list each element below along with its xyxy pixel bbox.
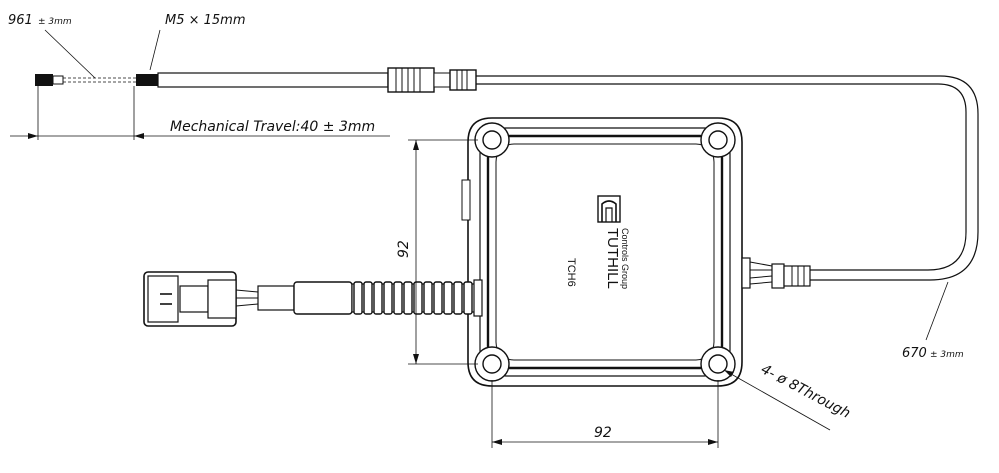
right-cable-exit <box>741 257 811 289</box>
top-cable-outer <box>476 75 979 281</box>
collar-nut <box>449 69 477 91</box>
model-label: TCH6 <box>565 258 577 287</box>
top-cable-inner <box>476 83 967 271</box>
cable-length-right-tolerance: ± 3mm <box>930 350 964 360</box>
rod-end-block <box>35 74 53 86</box>
width-label: 92 <box>594 425 612 441</box>
cable-length-right-value: 670 <box>902 346 927 361</box>
exit-gland <box>741 257 751 289</box>
tuthill-logo-icon <box>597 195 621 223</box>
exit-clamp-2 <box>783 265 811 287</box>
housing-rim-3 <box>495 143 715 361</box>
mounting-hole-bl <box>474 346 510 382</box>
exit-clamp <box>771 263 785 289</box>
mechanical-travel-label: Mechanical Travel:40 ± 3mm <box>170 119 375 135</box>
brand-name: TUTHILL <box>604 228 621 289</box>
rod-end-tip <box>52 75 64 85</box>
rod-end-assembly: 961 ± 3mm M5 × 15mm Mechanical Travel:40… <box>8 13 390 140</box>
collar-body <box>387 67 435 93</box>
brand-subtitle: Controls Group <box>620 228 630 289</box>
cable-length-left-value: 961 <box>8 13 33 28</box>
height-dimension: 92 <box>396 139 478 365</box>
leader-961 <box>44 29 96 79</box>
left-connector-assembly <box>143 271 483 327</box>
travel-arrow-left <box>28 133 38 139</box>
leader-thread <box>149 29 161 71</box>
mounting-hole-tr <box>700 122 736 158</box>
boot-small <box>257 285 295 311</box>
thread-label: M5 × 15mm <box>165 13 246 28</box>
mounting-hole-tl <box>474 122 510 158</box>
sleeve <box>293 281 353 315</box>
collar-neck <box>433 72 451 88</box>
cable-length-left-tolerance: ± 3mm <box>38 17 72 27</box>
tube-entry <box>473 279 483 317</box>
cable-sheath <box>157 72 389 88</box>
sheathed-cable: 670 ± 3mm <box>157 67 979 361</box>
housing-rim-1 <box>479 127 731 377</box>
width-dimension: 92 <box>491 380 719 448</box>
travel-arrow-right <box>134 133 144 139</box>
housing-left-boss <box>461 179 471 221</box>
leader-670 <box>925 281 949 341</box>
sensor-housing: TUTHILL Controls Group TCH6 <box>461 117 743 387</box>
holes-callout: 4- ø 8Through <box>723 361 853 431</box>
thread-section <box>136 74 158 86</box>
holes-label: 4- ø 8Through <box>758 361 853 421</box>
housing-rim-2 <box>486 134 724 370</box>
height-label: 92 <box>396 240 412 258</box>
